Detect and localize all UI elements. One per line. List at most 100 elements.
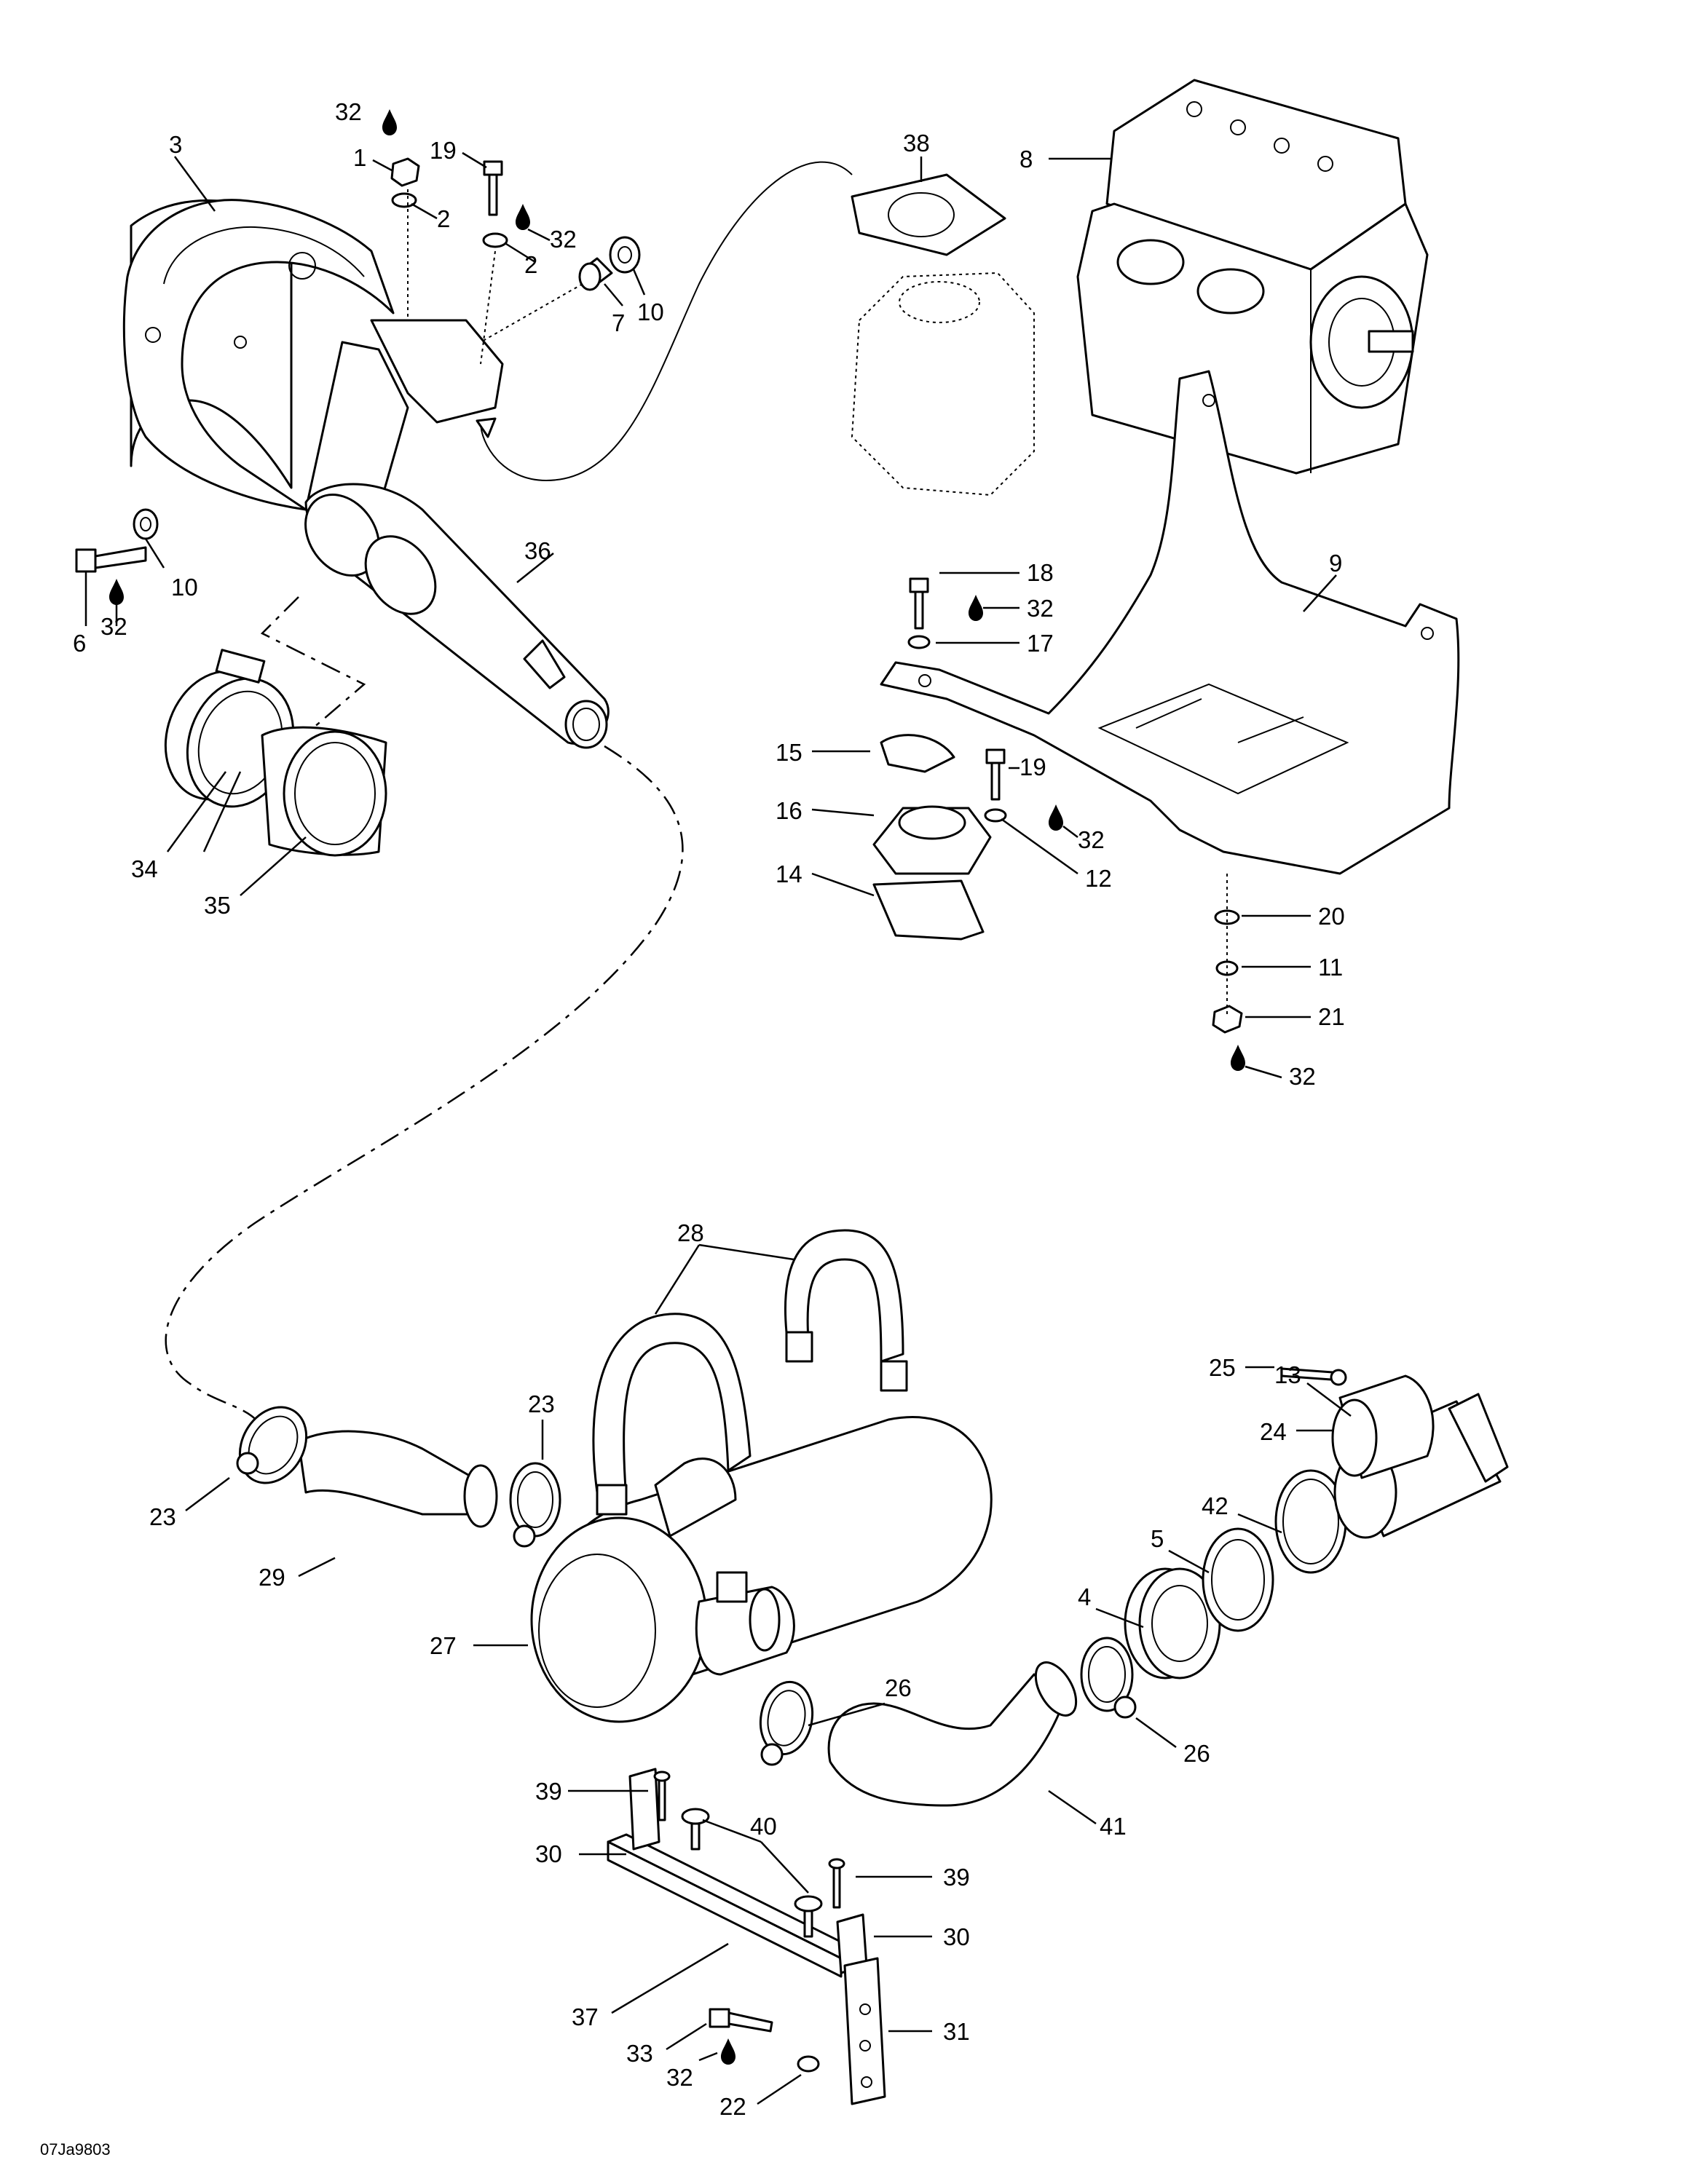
callout-39: 39 [535,1778,562,1805]
nut-part-21 [1212,1005,1243,1034]
outlet-cone-part-36 [304,483,610,749]
hose-part-41 [827,1661,1078,1807]
callout-6: 6 [73,630,86,657]
callout-32: 32 [1078,826,1105,853]
callout-39: 39 [943,1864,970,1891]
callout-32: 32 [550,226,577,253]
callout-27: 27 [430,1632,457,1659]
hose-clamp-part-26-left [759,1680,814,1766]
callout-34: 34 [131,855,158,882]
callout-32: 32 [335,98,362,125]
callout-23: 23 [149,1503,176,1530]
callout-26: 26 [1183,1740,1210,1767]
callout-33: 33 [626,2040,653,2067]
callout-32: 32 [1289,1063,1316,1090]
hose-clamp-part-23-left [236,1406,308,1484]
washer-part-17 [907,635,931,649]
callout-24: 24 [1260,1418,1287,1445]
exhaust-pipe-part-3 [122,199,504,511]
callout-13: 13 [1274,1361,1301,1388]
engine-part-8 [1076,79,1429,475]
callout-36: 36 [524,537,551,564]
outlet-nut-part-4 [1124,1567,1221,1679]
callout-29: 29 [259,1564,285,1591]
callout-32: 32 [1027,595,1054,622]
spacer-part-7 [578,257,613,291]
reference-code: 07Ja9803 [40,2140,111,2159]
callout-18: 18 [1027,559,1054,586]
callout-11: 11 [1318,954,1343,981]
grommet-part-10-upper [609,236,641,274]
rivet-part-25 [1280,1367,1347,1386]
callout-23: 23 [528,1390,555,1417]
callout-41: 41 [1100,1813,1127,1840]
bracket-part-31 [843,1957,886,2105]
callout-4: 4 [1078,1583,1091,1610]
engine-mount-plate-part-9 [880,370,1460,875]
callout-42: 42 [1202,1492,1228,1519]
bracket-part-30-left [628,1768,660,1851]
callout-5: 5 [1151,1525,1164,1552]
callout-25: 25 [1209,1354,1236,1381]
callout-22: 22 [719,2093,746,2120]
callout-10: 10 [171,574,198,601]
rubber-mount-part-16 [872,805,992,875]
muffler-part-27 [530,1416,993,1723]
callout-28: 28 [677,1219,704,1246]
washer-part-20 [1214,909,1240,925]
hose-clamp-part-26-right [1080,1637,1137,1719]
callout-19: 19 [430,137,457,164]
callout-12: 12 [1085,865,1112,892]
callout-2: 2 [437,205,450,232]
callout-40: 40 [750,1813,777,1840]
callout-2: 2 [524,251,537,278]
shim-part-15 [880,734,955,773]
fastener-part-40 [681,1808,823,1938]
washer-part-2-middle [482,232,508,248]
screw-part-39-left [653,1770,671,1821]
hose-part-29 [297,1430,498,1528]
callout-17: 17 [1027,630,1054,657]
loctite-drop-icon [109,109,1245,2065]
callout-37: 37 [572,2003,599,2030]
bolt-part-33 [709,2008,773,2033]
callout-21: 21 [1318,1003,1345,1030]
callout-32: 32 [666,2064,693,2091]
callout-31: 31 [943,2018,970,2045]
gasket-part-38 [851,173,1006,256]
nut-part-1 [390,157,420,187]
callout-labels: 32 1 2 19 32 2 7 10 3 38 8 10 6 32 36 34… [73,98,1345,2120]
callout-16: 16 [776,797,802,824]
bolt-part-18 [909,577,929,630]
callout-20: 20 [1318,903,1345,930]
grommet-part-10-lower [133,508,159,540]
washer-part-12 [984,808,1007,823]
callout-9: 9 [1329,550,1342,577]
callout-8: 8 [1019,146,1033,173]
gasket-part-42 [1274,1469,1347,1574]
callout-26: 26 [885,1674,912,1701]
callout-30: 30 [943,1923,970,1950]
callout-35: 35 [204,892,231,919]
screw-part-39-right [828,1858,845,1909]
strap-part-28 [592,1229,908,1603]
callout-30: 30 [535,1840,562,1867]
callout-10: 10 [637,298,664,325]
leader-lines [84,151,1352,2105]
callout-14: 14 [776,860,802,887]
callout-19: 19 [1019,753,1046,780]
bolt-part-19-lower [985,748,1006,801]
callout-38: 38 [903,130,930,157]
washer-part-22 [797,2055,820,2073]
exhaust-manifold-outline [851,272,1035,496]
ring-part-5 [1202,1527,1274,1632]
bolt-part-19-upper [483,160,503,216]
washer-part-2-upper [391,192,417,208]
sleeve-part-24 [1331,1374,1435,1479]
bolt-part-6 [75,546,147,573]
callout-7: 7 [612,309,625,336]
callout-3: 3 [169,131,182,158]
callout-32: 32 [100,613,127,640]
sleeve-part-35 [261,726,387,857]
